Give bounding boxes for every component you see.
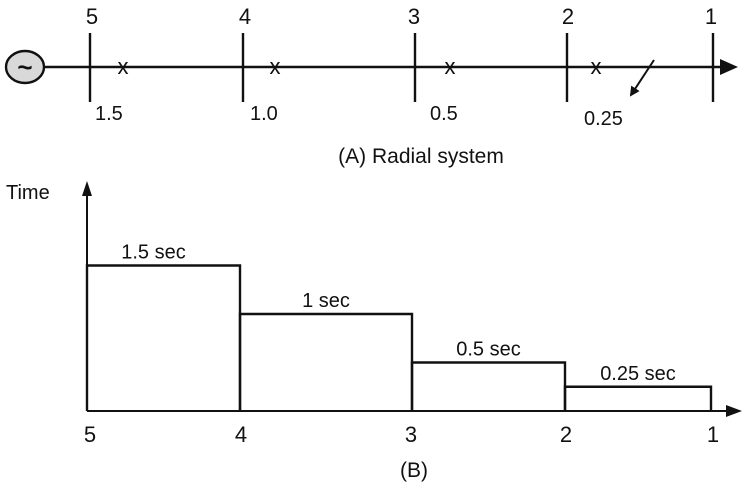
generator-source: ~ [4, 49, 46, 85]
breaker-icon-2: x [591, 54, 602, 79]
y-axis-arrowhead [82, 181, 92, 196]
breaker-icon-4: x [270, 54, 281, 79]
fault-arrow-icon [629, 59, 655, 97]
step-label-3: 0.5 sec [456, 339, 520, 361]
x-tick-1: 1 [707, 422, 719, 447]
bus-label-5: 5 [86, 4, 98, 29]
y-axis-label: Time [6, 182, 50, 204]
breaker-icon-3: x [445, 54, 456, 79]
time-step-3 [410, 361, 567, 411]
x-axis-arrowhead [726, 405, 742, 417]
x-tick-5: 5 [84, 422, 96, 447]
bus-label-2: 2 [562, 4, 574, 29]
part-a-radial-system: ~ 5 4 3 2 1 x x x x 1.5 1.0 0.5 0.25 (A)… [4, 4, 738, 168]
time-steps: 1.5 sec 1 sec 0.5 sec 0.25 sec [85, 242, 713, 411]
relay-setting-5: 1.5 [95, 103, 123, 125]
caption-radial-system: (A) Radial system [338, 145, 504, 168]
step-label-2: 0.25 sec [600, 363, 676, 385]
x-tick-2: 2 [560, 422, 572, 447]
part-b-time-chart: Time 1.5 sec 1 sec 0.5 sec 0.25 sec 5 4 3 2… [6, 181, 742, 482]
relay-setting-4: 1.0 [250, 103, 278, 125]
time-step-4 [238, 312, 414, 411]
bus-label-4: 4 [239, 4, 251, 29]
relay-setting-2: 0.25 [584, 108, 623, 130]
bus-label-3: 3 [408, 4, 420, 29]
sine-wave-icon: ~ [17, 52, 32, 82]
relay-setting-3: 0.5 [430, 103, 458, 125]
caption-part-b: (B) [400, 459, 428, 482]
x-tick-4: 4 [235, 422, 247, 447]
step-label-4: 1 sec [302, 290, 350, 312]
time-step-5 [85, 264, 242, 411]
x-tick-3: 3 [405, 422, 417, 447]
bus-label-1: 1 [705, 4, 717, 29]
feeder-arrowhead [720, 59, 738, 75]
breaker-icon-5: x [118, 54, 129, 79]
step-label-5: 1.5 sec [121, 242, 185, 264]
time-step-2 [563, 385, 713, 411]
